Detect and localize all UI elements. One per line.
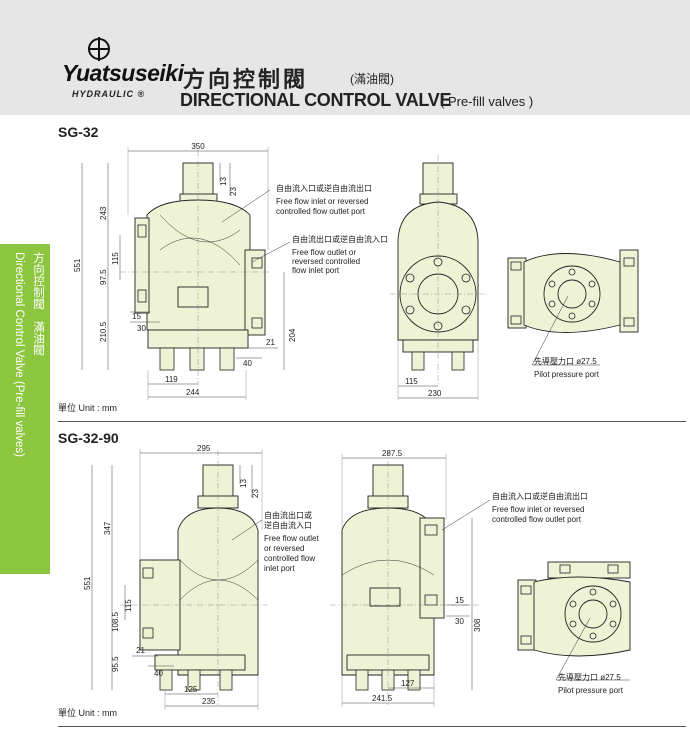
dim-97.5: 97.5 <box>99 269 108 285</box>
dim-23: 23 <box>229 187 238 196</box>
dim-108.5: 108.5 <box>111 611 120 632</box>
dim-15: 15 <box>132 312 141 321</box>
sg32-pilot-cjk: 先導壓力口 ø27.5 <box>534 356 597 366</box>
sg32-90-note-b-cjk1: 自由流出口或 <box>264 510 312 520</box>
sg32-front-view: 350 13 23 243 551 97.5 115 210.5 15 30 2… <box>73 142 388 400</box>
section-divider <box>58 726 686 727</box>
dim-13: 13 <box>219 177 228 186</box>
sg32-note-b-en1: Free flow outlet or <box>292 248 356 257</box>
dim-95.5: 95.5 <box>111 656 120 672</box>
sg32-90-note-b-en4: inlet port <box>264 564 295 573</box>
dim-40b: 40 <box>154 669 163 678</box>
dim-15b: 15 <box>455 596 464 605</box>
dim-23b: 23 <box>251 489 260 498</box>
sg32-note-b-cjk: 自由流出口或逆自由流入口 <box>292 234 388 244</box>
dim-127: 127 <box>401 679 415 688</box>
side-category-tab[interactable]: 方向控制閥 滿油閥 Directional Control Valve (Pre… <box>0 244 50 574</box>
unit-note-sg32: 單位 Unit : mm <box>58 403 118 413</box>
sg32-note-b-en2: reversed controlled <box>292 257 360 266</box>
sg32-note-a-en2: controlled flow outlet port <box>276 207 366 216</box>
dim-235: 235 <box>202 697 216 706</box>
dim-115: 115 <box>111 252 120 265</box>
sg32-note-a-cjk: 自由流入口或逆自由流出口 <box>276 183 372 193</box>
sg32-90-note-b-en1: Free flow outlet <box>264 534 319 543</box>
side-tab-en: Directional Control Valve (Pre-fill valv… <box>13 252 25 457</box>
dim-21b: 21 <box>136 646 145 655</box>
sg32-90-side-view: 287.5 15 30 308 127 241.5 自由流入口或逆自由流出口 F… <box>330 449 588 707</box>
dim-551b: 551 <box>83 576 92 590</box>
dim-119: 119 <box>165 375 178 384</box>
sg32-90-note-b-cjk2: 逆自由流入口 <box>264 520 312 530</box>
dim-115c: 115 <box>124 599 133 612</box>
page-header: Yuatsuseiki HYDRAULIC ® 方向控制閥 (滿油閥) DIRE… <box>0 0 690 115</box>
sg32-90-pilot-en: Pilot pressure port <box>558 686 624 695</box>
dim-350: 350 <box>191 142 205 151</box>
dim-210.5: 210.5 <box>99 321 108 342</box>
page-title-cjk: 方向控制閥 <box>183 67 309 92</box>
dim-295: 295 <box>197 444 211 453</box>
page-title-sub: ( Pre-fill valves ) <box>440 94 534 109</box>
dim-241.5: 241.5 <box>372 694 393 703</box>
section-title-sg32: SG-32 <box>58 124 99 140</box>
sg32-90-front-view: 295 13 23 347 551 115 108.5 95.5 21 40 1… <box>83 444 319 710</box>
page-title: DIRECTIONAL CONTROL VALVE <box>180 90 452 110</box>
sg32-note-b-en3: flow inlet port <box>292 266 340 275</box>
dim-125: 125 <box>184 685 198 694</box>
side-tab-cjk: 方向控制閥 滿油閥 <box>32 252 44 356</box>
dim-244: 244 <box>186 388 200 397</box>
dim-40: 40 <box>243 359 252 368</box>
sg32-90-note-b-en2: or reversed <box>264 544 304 553</box>
dim-30b: 30 <box>455 617 464 626</box>
sg32-pilot-en: Pilot pressure port <box>534 370 600 379</box>
section-divider <box>58 421 686 422</box>
sg32-90-note-b-en3: controlled flow <box>264 554 315 563</box>
sg32-side-view: 115 230 <box>390 155 488 400</box>
dim-30: 30 <box>137 324 146 333</box>
dim-287.5: 287.5 <box>382 449 403 458</box>
brand-logo-icon <box>88 37 110 61</box>
sg32-90-note-a-en2: controlled flow outlet port <box>492 515 582 524</box>
section-title-sg32-90: SG-32-90 <box>58 430 119 446</box>
sg32-90-bottom-view: 先導壓力口 ø27.5 Pilot pressure port <box>517 561 631 695</box>
sg32-90-note-a-cjk: 自由流入口或逆自由流出口 <box>492 491 588 501</box>
dim-13b: 13 <box>239 479 248 488</box>
brand-name: Yuatsuseiki <box>62 60 184 86</box>
brand-subtitle: HYDRAULIC ® <box>72 89 146 99</box>
dim-551: 551 <box>73 258 82 272</box>
dim-115b: 115 <box>405 377 418 386</box>
dim-204: 204 <box>288 328 297 342</box>
sg32-bottom-view: 先導壓力口 ø27.5 Pilot pressure port <box>507 249 639 379</box>
sg32-90-note-a-en1: Free flow inlet or reversed <box>492 505 584 514</box>
dim-21: 21 <box>266 338 275 347</box>
dim-347: 347 <box>103 521 112 535</box>
page-title-cjk-sub: (滿油閥) <box>350 72 394 86</box>
sg32-90-pilot-cjk: 先導壓力口 ø27.5 <box>558 672 621 682</box>
sg32-note-a-en1: Free flow inlet or reversed <box>276 197 368 206</box>
unit-note-sg32-90: 單位 Unit : mm <box>58 708 118 718</box>
dim-308: 308 <box>473 618 482 632</box>
dim-230: 230 <box>428 389 442 398</box>
dim-243: 243 <box>99 206 108 220</box>
